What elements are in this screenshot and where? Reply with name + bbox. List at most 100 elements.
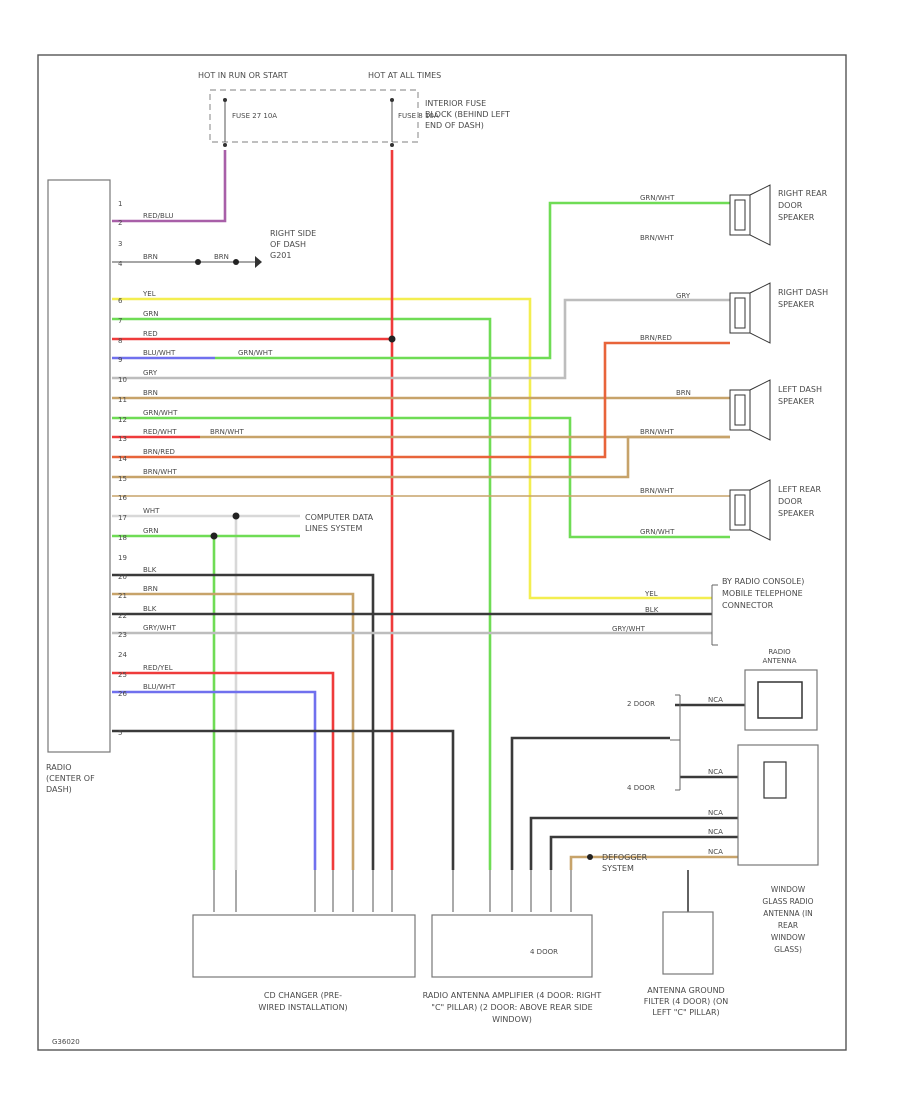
label-ground-filter: ANTENNA GROUND FILTER (4 DOOR) (ON LEFT … [643,986,729,1017]
pin-label: 26 [118,690,127,698]
pin-label: 6 [118,297,123,305]
component-labels: HOT IN RUN OR START HOT AT ALL TIMES FUS… [198,71,441,120]
pin-label: 21 [118,592,127,600]
wire-blk-5 [112,729,455,870]
figure-code: G36020 [52,1038,80,1046]
speaker-left-dash [729,379,771,441]
wire-label: BLK [143,605,157,613]
wire-label: GRN [143,527,159,535]
pin-label: 3 [118,240,122,248]
wire-brn-wht-15 [112,435,730,479]
wire-label: BRN/WHT [143,468,177,476]
ground-symbol-g201 [255,256,262,268]
wire-label: RED [143,330,158,338]
pin-label: 8 [118,337,122,345]
label-hot-in-run: HOT IN RUN OR START [198,71,288,80]
wire-red-yel-25 [112,671,335,870]
label-radio-antenna: RADIO ANTENNA [762,648,797,665]
wire-amp-4 [569,855,778,870]
wire-grn-pin7 [112,317,492,870]
label-fuse-8: FUSE 8 10A [398,112,439,120]
wire-blu-wht-26 [112,690,317,870]
label-computer-data-lines: COMPUTER DATA LINES SYSTEM [305,513,374,533]
wire-label: RED/WHT [143,428,177,436]
wire-label: RED/YEL [143,664,173,672]
label-mobile-telephone: BY RADIO CONSOLE) MOBILE TELEPHONE CONNE… [722,577,805,610]
label-radio: RADIO (CENTER OF DASH) [46,763,95,794]
wire-amp-2 [529,816,780,870]
label-fuse-27: FUSE 27 10A [232,112,277,120]
pin-label: 11 [118,396,127,404]
label-cd-changer: CD CHANGER (PRE-WIRED INSTALLATION) [258,991,348,1012]
wire-label: WHT [143,507,160,515]
telephone-connector-bracket [711,584,718,646]
label-antenna-amplifier: RADIO ANTENNA AMPLIFIER (4 DOOR: RIGHT "… [422,991,602,1024]
wire-gry-10 [112,298,730,380]
wire-label: NCA [708,809,723,817]
pin-label: 12 [118,416,127,424]
wire-label: BRN/WHT [640,487,674,495]
radio-pin-numbers: 1 2 3 4 5 6 7 8 9 10 11 12 13 14 15 16 1… [118,200,127,737]
ground-filter-box [662,911,714,975]
pin-label: 14 [118,455,127,463]
wire-label: BRN [143,253,158,261]
wire-label: GRN [143,310,159,318]
pin-label: 16 [118,494,127,502]
label-window-glass-antenna: WINDOW GLASS RADIO ANTENNA (IN REAR WIND… [762,885,814,954]
wire-label: RED/BLU [143,212,174,220]
pin-label: 10 [118,376,127,384]
wire-label: GRY/WHT [612,625,646,633]
wire-label: YEL [142,290,156,298]
pin-label: 19 [118,554,127,562]
speaker-right-dash [729,282,771,344]
wire-label: BRN/WHT [640,428,674,436]
label-4-door: 4 DOOR [627,784,655,792]
label-interior-fuse-block: INTERIOR FUSE BLOCK (BEHIND LEFT END OF … [425,99,510,130]
wire-amp-1 [510,736,670,870]
label-left-dash-speaker: LEFT DASH SPEAKER [778,385,822,406]
pin-label: 1 [118,200,122,208]
wire-label: GRN/WHT [238,349,273,357]
label-hot-at-all-times: HOT AT ALL TIMES [368,71,441,80]
pin-label: 4 [118,260,123,268]
wire-label: BRN/WHT [640,234,674,242]
wire-label: BRN [143,585,158,593]
wire-label: BRN/RED [640,334,672,342]
junctions [195,259,691,965]
diagram-frame [37,54,847,1051]
label-right-rear-speaker: RIGHT REAR DOOR SPEAKER [778,189,828,222]
pin-label: 15 [118,475,127,483]
label-interior-fuse-block-fo: INTERIOR FUSE BLOCK (BEHIND LEFT END OF … [425,99,510,130]
pin-label: 23 [118,631,127,639]
pin-label: 5 [118,729,122,737]
wire-color-labels: RED/BLU BRN BRN YEL GRN RED BLU/WHT GRN/… [142,194,723,856]
wire-label: BRN [143,389,158,397]
wire-label: BLK [143,566,157,574]
wire-label: BRN/WHT [210,428,244,436]
cd-changer-box [192,914,416,978]
wire-label: GRN/WHT [640,194,675,202]
pin-label: 25 [118,671,127,679]
pin-label: 13 [118,435,127,443]
connector-stubs [213,870,572,912]
wire-label: BLU/WHT [143,683,176,691]
wire-label: GRN/WHT [640,528,675,536]
pin-label: 2 [118,219,122,227]
wires [112,150,780,912]
pin-label: 24 [118,651,127,659]
pin-label: 17 [118,514,127,522]
wire-yel [112,297,712,600]
label-right-dash-speaker: RIGHT DASH SPEAKER [778,288,829,309]
wire-label: YEL [644,590,658,598]
wire-label: NCA [708,768,723,776]
wire-label: BRN [676,389,691,397]
wire-label: GRY/WHT [143,624,177,632]
wire-amp-3 [549,835,770,870]
label-defogger: DEFOGGER SYSTEM [602,853,648,873]
wire-label: NCA [708,828,723,836]
pin-label: 20 [118,573,127,581]
wire-red-blu [112,150,227,223]
radio-unit [47,179,111,753]
wire-label: NCA [708,848,723,856]
